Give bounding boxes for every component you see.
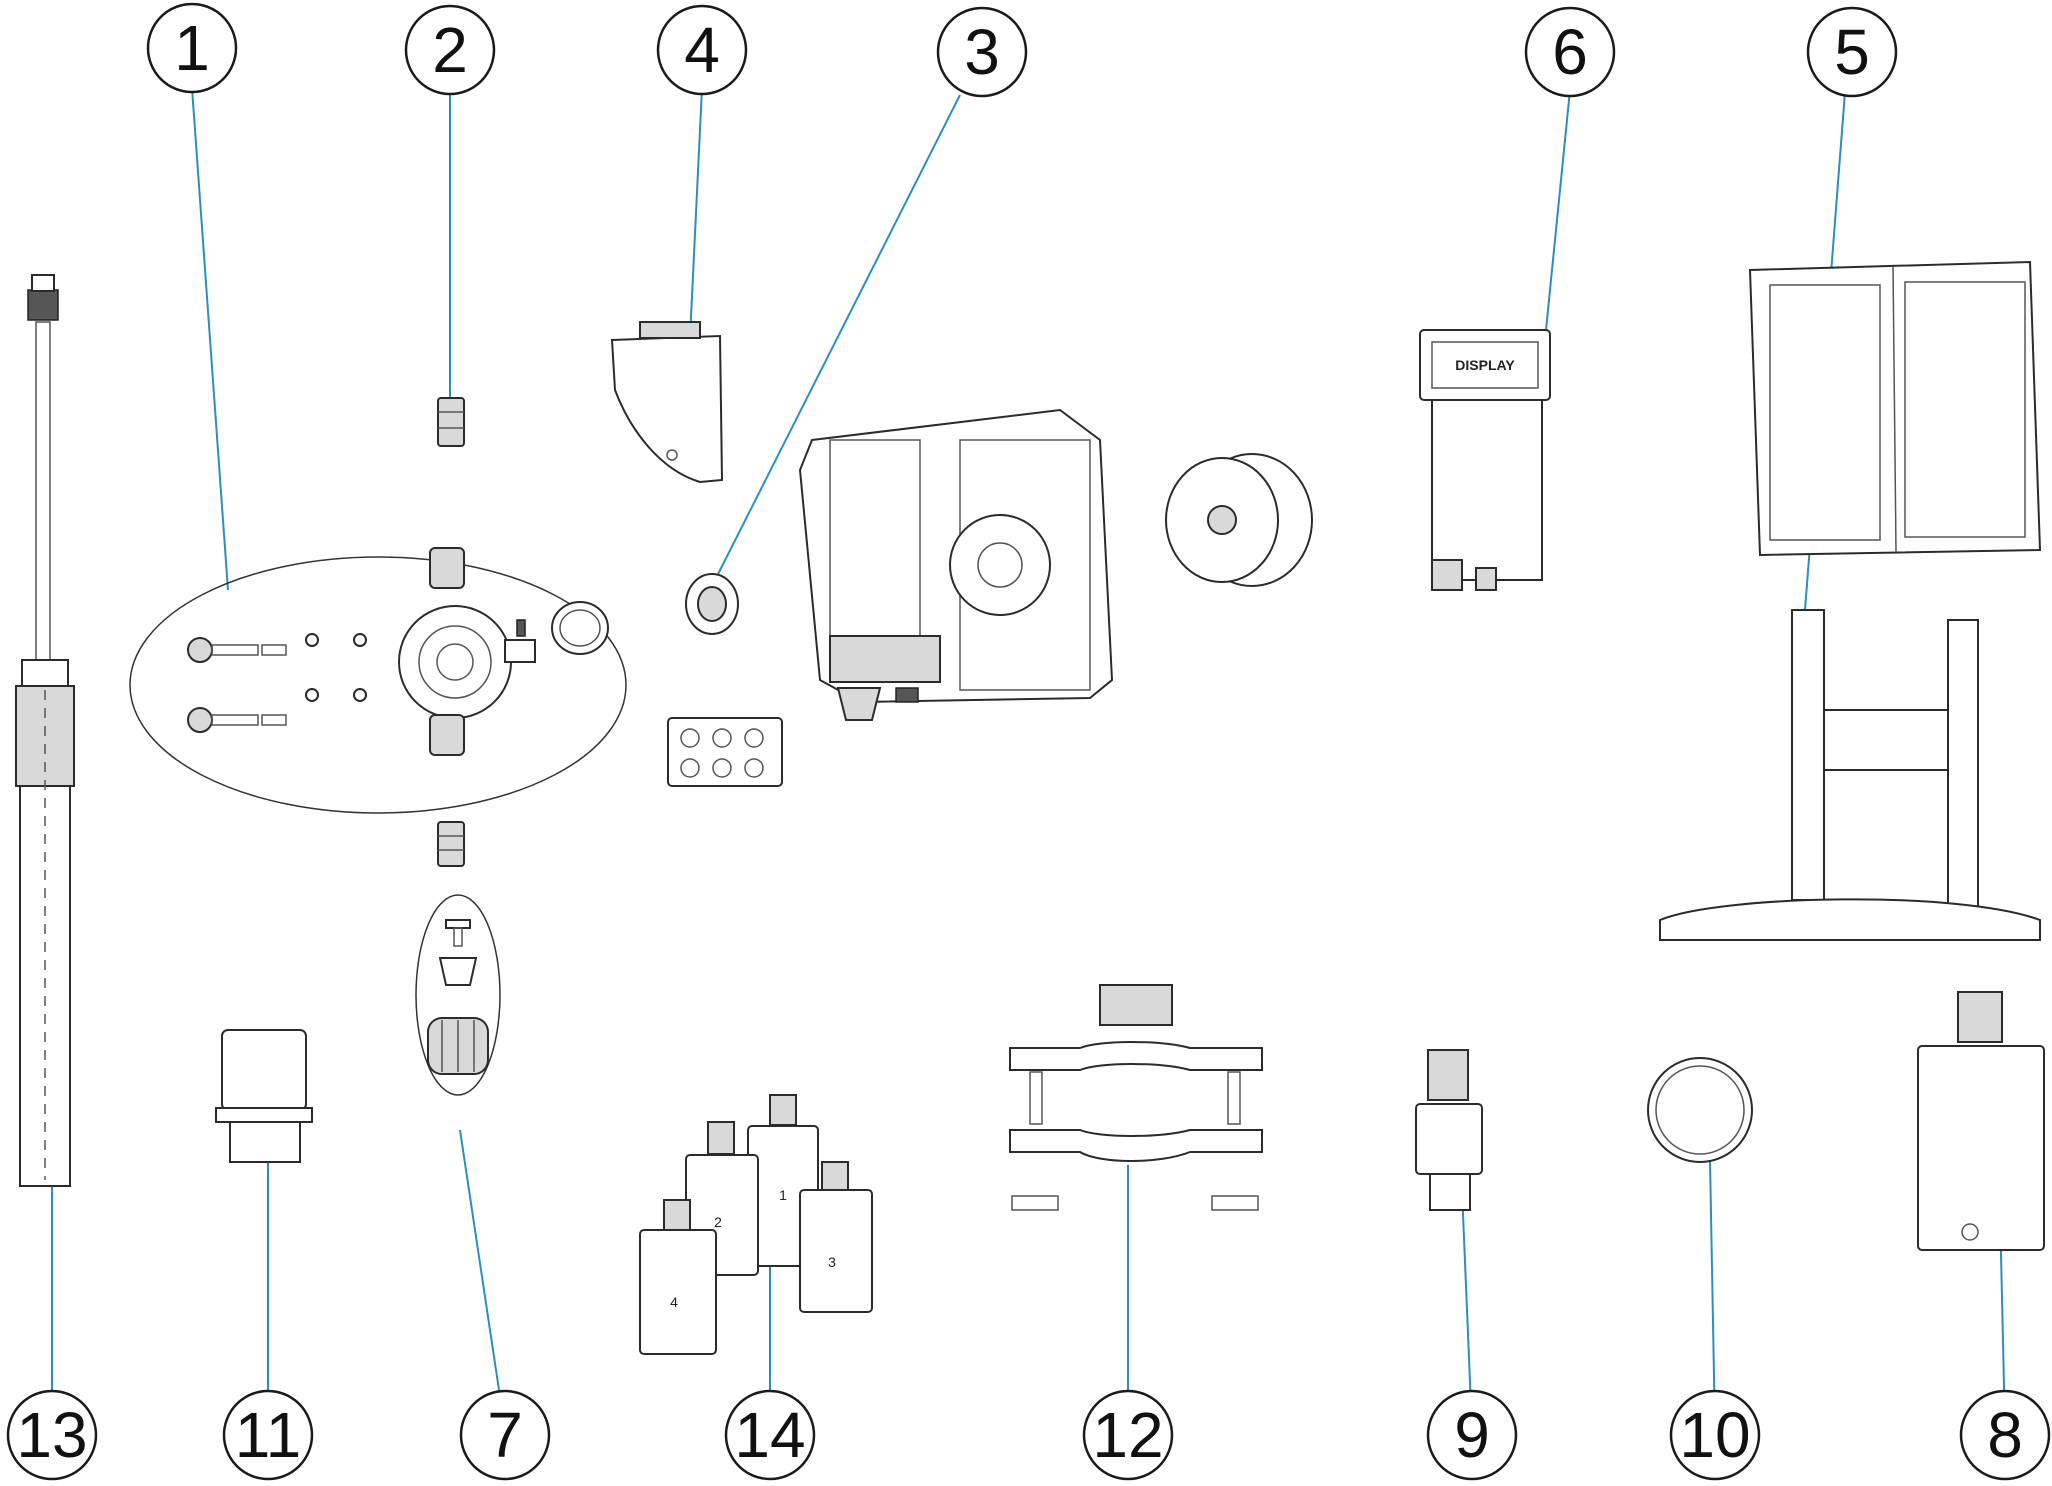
callout-10: 10 [1669,1389,1761,1481]
motor [1165,453,1313,587]
part-9-valve [1415,1049,1483,1211]
part-1-pump-head-group [129,547,627,814]
part-3-diaphragm [685,573,739,635]
part-8-sensor-housing [1917,991,2045,1251]
svg-text:12: 12 [1092,1399,1163,1471]
part-11-fitting [215,1029,313,1163]
callout-6: 6 [1524,6,1616,98]
svg-text:3: 3 [964,16,1000,88]
svg-text:7: 7 [487,1399,523,1471]
callout-4: 4 [656,4,748,96]
part-5-housing-stand [1659,260,2042,941]
bottle-label-2: 2 [714,1214,722,1230]
callout-12: 12 [1082,1389,1174,1481]
part-6-display-board: DISPLAY [1419,329,1551,591]
leader-6 [1544,89,1571,341]
bottle-label-4: 4 [670,1294,678,1310]
bottle-label-3: 3 [828,1254,836,1270]
part-14-bottles: 1 2 3 4 [639,1094,873,1355]
callout-1: 1 [146,2,238,94]
leader-10 [1709,1159,1716,1431]
part-2-valve-cartridge [437,397,465,867]
svg-text:6: 6 [1552,16,1588,88]
svg-text:13: 13 [16,1399,87,1471]
svg-text:2: 2 [432,14,468,86]
svg-text:14: 14 [734,1399,805,1471]
leader-lines [49,87,2006,1431]
svg-text:8: 8 [1987,1399,2023,1471]
leader-7 [459,1129,506,1431]
callout-3: 3 [936,6,1028,98]
leader-4 [689,87,703,339]
svg-text:1: 1 [174,12,210,84]
svg-text:4: 4 [684,14,720,86]
callout-bubbles: 1 2 4 3 6 5 13 11 [6,2,2051,1481]
part-10-ring [1647,1057,1753,1163]
part-13-injection-tube [15,274,75,1187]
callout-2: 2 [404,4,496,96]
callout-8: 8 [1959,1389,2051,1481]
pump-body [667,408,1114,787]
part-12-pipe-clamp [1009,984,1263,1211]
callout-9: 9 [1426,1389,1518,1481]
callout-13: 13 [6,1389,98,1481]
callout-7: 7 [459,1389,551,1481]
pump-head [398,547,536,756]
callout-14: 14 [724,1389,816,1481]
bottle-label-1: 1 [779,1187,787,1203]
callout-5: 5 [1806,6,1898,98]
leader-3 [709,94,961,591]
display-label: DISPLAY [1455,357,1515,373]
screws [187,633,367,733]
svg-text:10: 10 [1679,1399,1750,1471]
bottle-3: 3 [799,1161,873,1313]
callout-11: 11 [222,1389,314,1481]
svg-text:9: 9 [1454,1399,1490,1471]
leader-1 [191,87,229,591]
bottle-4: 4 [639,1199,717,1355]
part-4-cover [610,321,724,484]
svg-text:11: 11 [235,1399,301,1471]
part-7-foot-valve-group [415,894,501,1096]
svg-text:5: 5 [1834,16,1870,88]
